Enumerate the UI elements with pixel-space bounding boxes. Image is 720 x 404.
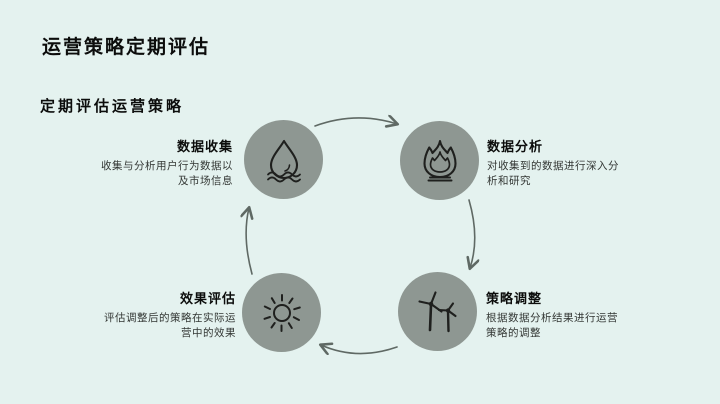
arrow-left <box>246 208 252 275</box>
sun-icon <box>263 293 301 332</box>
arrow-bottom <box>321 345 398 354</box>
arrow-right <box>469 199 475 268</box>
section-subtitle: 定期评估运营策略 <box>40 98 185 115</box>
node-description: 根据数据分析结果进行运营策略的调整 <box>486 312 618 339</box>
node-title: 策略调整 <box>486 291 543 306</box>
water-drop-icon <box>266 139 301 182</box>
node-text-strategy-adjustment: 策略调整 根据数据分析结果进行运营策略的调整 <box>486 288 620 341</box>
node-title: 效果评估 <box>179 291 236 306</box>
node-text-data-collection: 数据收集 收集与分析用户行为数据以及市场信息 <box>99 136 233 189</box>
flame-icon <box>422 139 457 181</box>
node-description: 对收集到的数据进行深入分析和研究 <box>487 160 619 187</box>
node-text-effect-evaluation: 效果评估 评估调整后的策略在实际运营中的效果 <box>102 288 236 341</box>
node-circle-data-collection <box>244 120 323 199</box>
node-circle-data-analysis <box>400 121 479 200</box>
node-circle-strategy-adjustment <box>398 272 477 351</box>
arrow-top <box>314 118 397 126</box>
node-description: 收集与分析用户行为数据以及市场信息 <box>101 160 233 187</box>
node-title: 数据分析 <box>487 139 544 154</box>
page-title: 运营策略定期评估 <box>42 37 211 58</box>
node-title: 数据收集 <box>176 139 233 154</box>
node-text-data-analysis: 数据分析 对收集到的数据进行深入分析和研究 <box>487 136 621 189</box>
node-description: 评估调整后的策略在实际运营中的效果 <box>104 312 236 339</box>
node-circle-effect-evaluation <box>242 273 321 352</box>
wind-turbine-icon <box>417 290 457 332</box>
